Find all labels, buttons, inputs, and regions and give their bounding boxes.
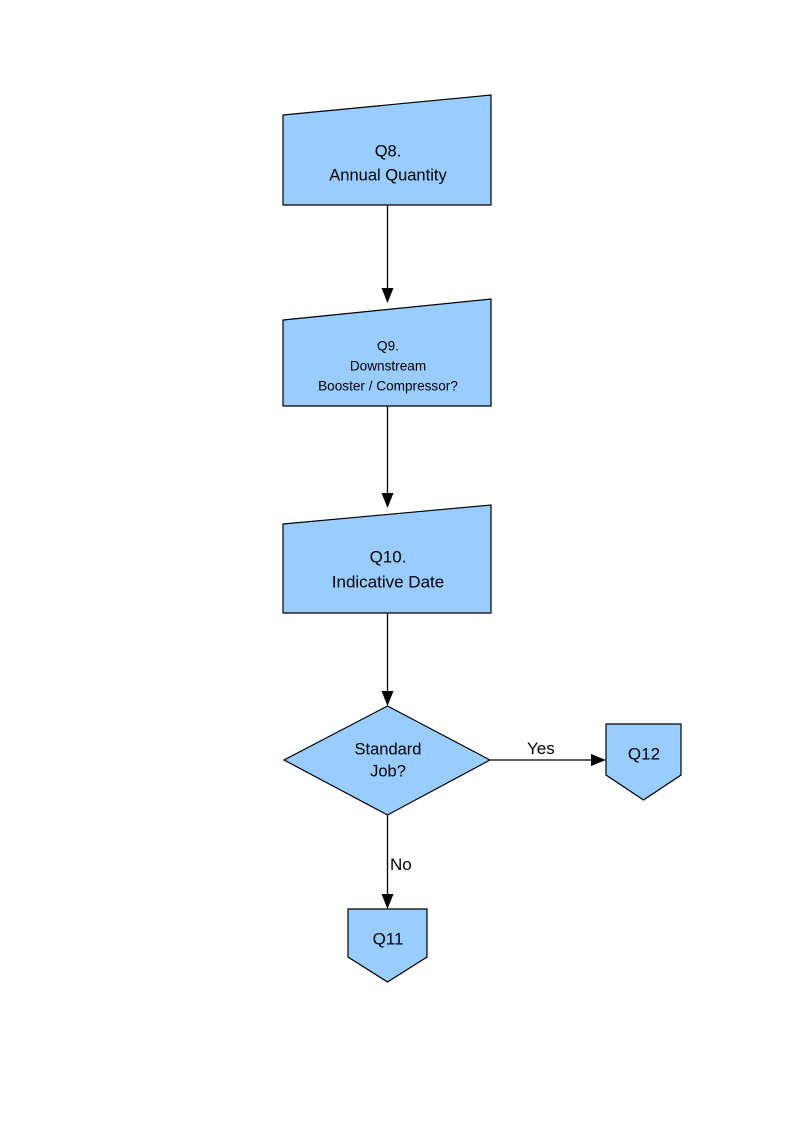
node-q10-line2: Indicative Date: [332, 572, 444, 591]
node-q11-shape[interactable]: [347, 908, 428, 983]
node-q8[interactable]: Q8. Annual Quantity: [282, 94, 492, 206]
node-q11-label: Q11: [373, 929, 404, 948]
arrow-head-q8-q9: [381, 288, 394, 303]
edge-decision-to-q12: Yes: [490, 739, 606, 766]
node-q8-shape[interactable]: [282, 94, 492, 206]
node-q9-line2: Downstream: [350, 359, 426, 374]
node-q10-line1: Q10.: [370, 547, 407, 566]
node-q12[interactable]: Q12: [605, 723, 682, 801]
node-decision-line1: Standard: [355, 740, 422, 758]
node-q12-label: Q12: [628, 744, 660, 763]
edge-q8-to-q9: [381, 205, 394, 303]
node-q9[interactable]: Q9. Downstream Booster / Compressor?: [282, 298, 492, 407]
edge-label-yes: Yes: [527, 739, 555, 758]
node-decision-shape[interactable]: [282, 705, 492, 816]
arrow-head-q10-decision: [381, 691, 394, 706]
node-q9-line1: Q9.: [377, 339, 399, 354]
node-q10-shape[interactable]: [282, 504, 492, 614]
node-q8-line1: Q8.: [375, 142, 402, 160]
arrow-head-decision-q11: [381, 894, 394, 909]
edge-label-no: No: [390, 855, 412, 874]
edge-decision-to-q11: No: [381, 815, 412, 909]
node-decision-line2: Job?: [370, 762, 406, 780]
node-q8-line2: Annual Quantity: [329, 166, 447, 184]
node-q9-line3: Booster / Compressor?: [318, 379, 458, 394]
edge-q9-to-q10: [381, 406, 394, 508]
node-q9-shape[interactable]: [282, 298, 492, 407]
arrow-head-decision-q12: [591, 754, 606, 766]
edge-q10-to-decision: [381, 613, 394, 706]
node-q11[interactable]: Q11: [347, 908, 428, 983]
node-q12-shape[interactable]: [605, 723, 682, 801]
node-q10[interactable]: Q10. Indicative Date: [282, 504, 492, 614]
node-decision-standard-job[interactable]: Standard Job?: [282, 705, 492, 816]
arrow-head-q9-q10: [381, 493, 394, 508]
